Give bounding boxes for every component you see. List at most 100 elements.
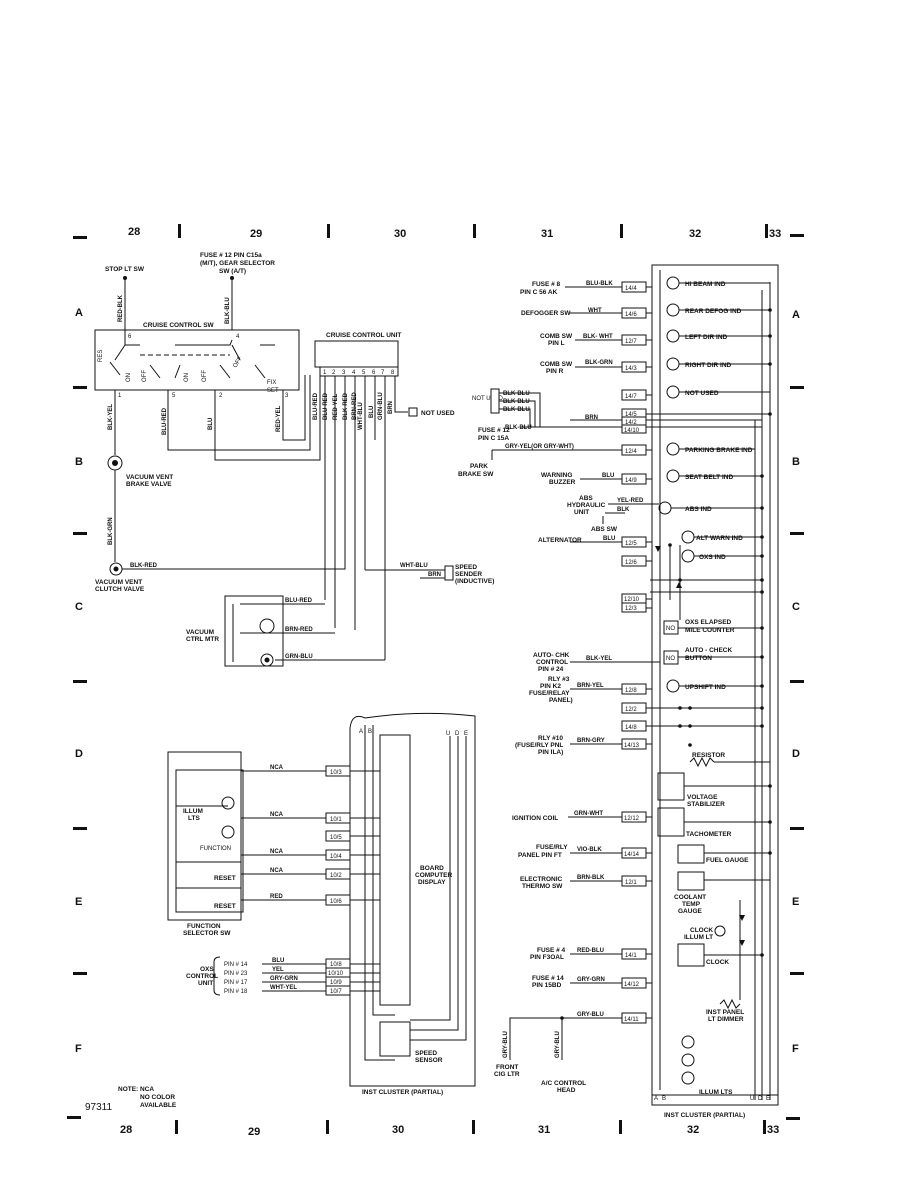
grid-col-33: 33 (769, 228, 781, 240)
unit-pin-3: 3 (342, 370, 346, 376)
cluster-col-u: U (750, 1096, 754, 1102)
wire-blk-grn: BLK-GRN (108, 517, 114, 545)
ind-coolant-1: COOLANT (674, 894, 706, 901)
auto-chk-3: PIN # 24 (538, 666, 564, 673)
unit-wire-5: BRN-RED (352, 392, 358, 420)
fn-wire-3: NCA (270, 849, 284, 855)
speed-sender-label-1: SPEED (455, 564, 477, 571)
unit-wire-4: BLK-RED (343, 392, 349, 420)
speed-sender-label-2: SENDER (455, 571, 482, 578)
rconn-8: 14/10 (624, 428, 640, 434)
cruise-unit-pins: 1 2 3 4 5 6 7 8 (323, 370, 395, 376)
ind-left-dir: LEFT DIR IND (685, 334, 728, 341)
wire-blu-alt: BLU (603, 536, 615, 542)
rconn-14: 12/3 (625, 606, 637, 612)
cruise-control-section: STOP LT SW FUSE # 12 PIN C15a (M/T), GEA… (94, 252, 494, 667)
inst-cluster-left-label: INST CLUSTER (PARTIAL) (362, 1089, 443, 1096)
row-e-left: E (75, 896, 82, 908)
oxs-conn-1: 10/8 (330, 962, 342, 968)
wire-blk-blu-2: BLK-BLU (503, 399, 530, 405)
rconn-20: 14/14 (624, 852, 640, 858)
thermo-2: THERMO SW (522, 883, 563, 890)
wire-blk-blu-right: BLK-BLU (505, 425, 532, 431)
right-not-used: NOT USED (472, 396, 504, 402)
thermo-1: ELECTRONIC (520, 876, 563, 883)
ind-oxs-elapsed-2: MILE COUNTER (685, 627, 735, 634)
board-col-b: B (368, 729, 372, 735)
function-selector-title-1: FUNCTION (187, 923, 221, 930)
fuse14-1: FUSE # 14 (532, 975, 564, 982)
rconn-19: 12/12 (624, 816, 640, 822)
speed-sender-label-3: (INDUCTIVE) (455, 578, 494, 585)
fn-conn-6: 10/6 (330, 899, 342, 905)
wire-red-blk: RED-BLK (118, 294, 124, 322)
contact-res: RES (98, 350, 104, 362)
cruise-control-switch (94, 329, 300, 391)
board-col-d: D (455, 731, 460, 737)
unit-pin-7: 7 (381, 370, 385, 376)
term-5: 5 (172, 393, 176, 399)
warning-buzzer-2: BUZZER (549, 479, 576, 486)
rconn-10: 14/9 (625, 478, 637, 484)
cruise-unit-title: CRUISE CONTROL UNIT (326, 332, 401, 339)
rconn-2: 14/6 (625, 312, 637, 318)
function-label: FUNCTION (200, 846, 231, 852)
unit-wire-2: BLU-RED (323, 392, 329, 420)
unit-pin-1: 1 (323, 370, 327, 376)
rly10-3: PIN ILA) (538, 749, 563, 756)
oxs-title-1: OXS (200, 966, 214, 973)
cruise-sw-title: CRUISE CONTROL SW (143, 322, 215, 329)
wire-yel-red: YEL-RED (617, 498, 644, 504)
contact-off-2: OFF (202, 370, 208, 382)
rly10-2: (FUSE/RLY PNL (515, 742, 563, 749)
rconn-15: 12/8 (625, 688, 637, 694)
wire-blk-yel: BLK-YEL (108, 404, 114, 430)
not-used-label: NOT USED (421, 410, 455, 417)
front-cig-2: CIG LTR (494, 1071, 520, 1078)
term-1: 1 (118, 393, 122, 399)
unit-wire-8: GRN-BLU (378, 392, 384, 420)
oxs-pin-17: PIN # 17 (224, 980, 248, 986)
abs-sw-label: ABS SW (591, 526, 618, 533)
wire-brn-yel: BRN-YEL (577, 683, 604, 689)
rconn-16: 12/2 (625, 707, 637, 713)
comb-sw-l-1: COMB SW (540, 333, 573, 340)
stop-lt-sw-label: STOP LT SW (105, 266, 145, 273)
reset-label-2: RESET (214, 903, 236, 910)
row-e-right: E (792, 896, 799, 908)
wire-blk-red: BLK-RED (130, 563, 158, 569)
speed-sensor-label-2: SENSOR (415, 1057, 443, 1064)
unit-pin-2: 2 (332, 370, 336, 376)
board-col-e: E (464, 731, 468, 737)
wire-gry-blu-v2: GRY-BLU (555, 1031, 561, 1058)
wire-vio-blk: VIO-BLK (577, 847, 602, 853)
oxs-control-section: OXS CONTROL UNIT PIN # 14 PIN # 23 PIN #… (186, 956, 380, 996)
illum-lts-label-1: ILLUM (183, 808, 203, 815)
cluster-col-a: A (654, 1096, 658, 1102)
grid-top: 28 29 30 31 32 33 (73, 224, 804, 240)
inst-cluster-right: A B U D E INST CLUSTER (PARTIAL) HI BEAM… (458, 264, 779, 1119)
wire-red-blu: RED-BLU (577, 948, 604, 954)
contact-off-3: OFF (233, 355, 244, 369)
comb-sw-l-2: PIN L (548, 340, 565, 347)
board-col-a: A (359, 729, 363, 735)
contact-on-2: ON (184, 373, 190, 382)
rconn-4: 14/3 (625, 366, 637, 372)
ind-upshift: UPSHIFT IND (685, 684, 726, 691)
ind-alt-warn: ALT WARN IND (696, 535, 743, 542)
wire-blk-yel-right: BLK-YEL (586, 656, 612, 662)
inst-cluster-right-box (651, 264, 779, 1106)
fuse-rly-2: PANEL PIN FT (518, 852, 562, 859)
oxs-wire-yel: YEL (272, 967, 284, 973)
function-connectors: 10/3 10/1 10/5 10/4 10/2 10/6 (325, 765, 351, 906)
ind-no-2: NO (666, 656, 675, 662)
contact-fix: FIX (267, 380, 276, 386)
cruise-control-unit (314, 340, 399, 368)
grid-col-32-bottom: 32 (687, 1124, 699, 1136)
inst-cluster-left: BOARD COMPUTER DISPLAY SPEED SENSOR A B … (349, 712, 476, 1096)
row-d-right: D (792, 748, 800, 760)
unit-wire-1: BLU-RED (313, 392, 319, 420)
front-cig-1: FRONT (496, 1064, 518, 1071)
rconn-1: 14/4 (625, 286, 637, 292)
wire-blu: BLU (208, 418, 214, 430)
